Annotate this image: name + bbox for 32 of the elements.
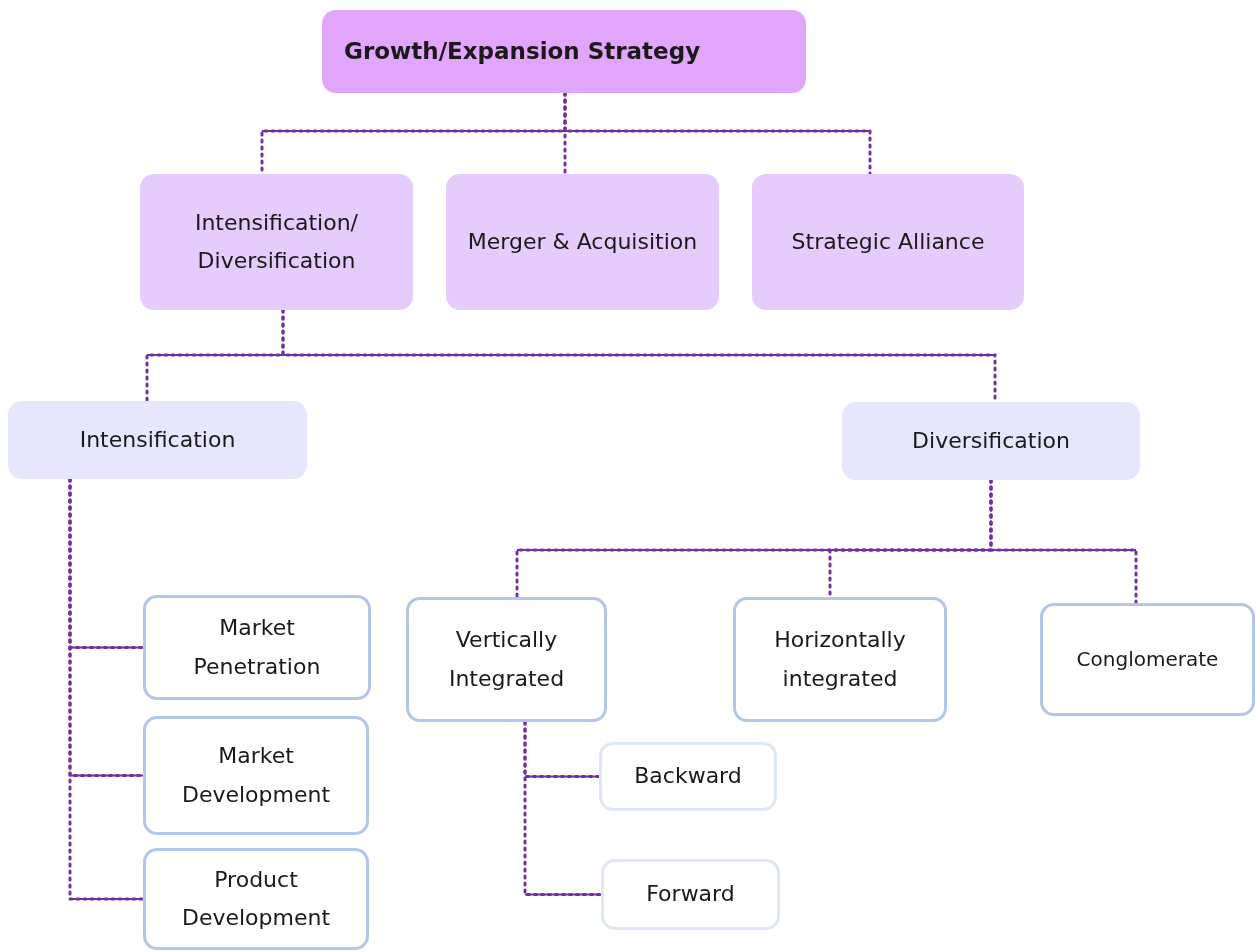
strategy-box: [1040, 603, 1255, 716]
strategy-box: [599, 742, 777, 811]
connector-line: [989, 478, 1138, 605]
connector-line: [68, 477, 145, 901]
box-label: Horizontally integrated: [773, 626, 907, 693]
strategy-box: [733, 597, 947, 722]
box-label: Growth/Expansion Strategy: [344, 37, 701, 67]
box-label: Merger & Acquisition: [467, 227, 698, 256]
strategy-box: [446, 174, 719, 310]
box-label: Product Development: [180, 865, 332, 932]
strategy-box: [8, 401, 307, 479]
box-label: Intensification: [79, 425, 236, 454]
box-label: Vertically Integrated: [447, 626, 566, 693]
strategy-box: [752, 174, 1024, 310]
connector-line: [523, 720, 603, 896]
strategy-box: [406, 597, 607, 722]
box-label: Diversification: [912, 426, 1070, 455]
box-label: Strategic Alliance: [791, 227, 985, 256]
box-label: Market Penetration: [192, 614, 322, 681]
box-label: Backward: [634, 762, 742, 791]
strategy-box: [601, 859, 780, 930]
connector-line: [563, 91, 872, 176]
box-label: Forward: [646, 880, 735, 909]
strategy-box: [140, 174, 413, 310]
strategy-box: [143, 595, 371, 700]
strategy-box: [322, 10, 806, 93]
strategy-box: [143, 716, 369, 835]
box-label: Conglomerate: [1076, 646, 1219, 673]
strategy-box: [143, 848, 369, 950]
strategy-box: [842, 402, 1140, 480]
box-label: Market Development: [180, 742, 332, 809]
box-label: Intensification/ Diversification: [193, 208, 360, 275]
